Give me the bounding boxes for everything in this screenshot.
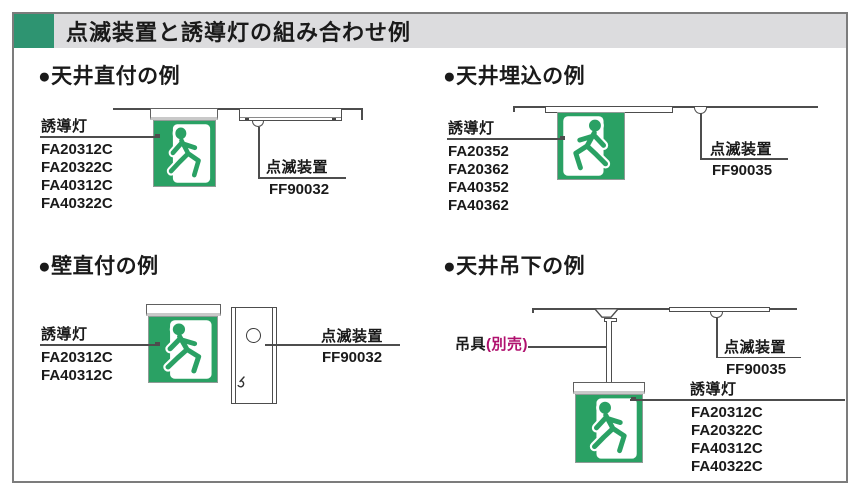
flasher-label: 点滅装置	[321, 328, 384, 345]
label-underline	[716, 356, 801, 358]
model-number: FA20322C	[41, 159, 113, 176]
model-number: FA40322C	[691, 458, 763, 475]
leader-tick	[560, 136, 565, 140]
ceiling-line-end-tick	[532, 308, 534, 313]
model-number: FA20312C	[41, 349, 113, 366]
exit-sign	[575, 394, 643, 463]
page-header: 点滅装置と誘導灯の組み合わせ例	[14, 14, 846, 48]
canopy-icon	[594, 308, 619, 318]
flasher-model: FF90032	[269, 181, 330, 198]
exit-sign-mount-bracket	[150, 108, 218, 120]
running-man-icon	[154, 121, 215, 186]
running-man-icon	[149, 317, 217, 382]
flasher-device-detail-line	[240, 117, 341, 118]
ceiling-line-end-tick	[361, 108, 363, 120]
model-number: FA40362	[448, 197, 509, 214]
exit-sign-pictogram	[558, 113, 624, 179]
flasher-lens-circle	[246, 328, 261, 343]
leader-line	[716, 318, 718, 357]
ceiling-line	[532, 308, 797, 310]
guide-light-label: 誘導灯	[41, 326, 88, 343]
flasher-model: FF90035	[726, 361, 787, 378]
exit-sign	[557, 112, 625, 180]
running-man-icon	[576, 395, 642, 462]
flasher-model: FF90035	[712, 162, 773, 179]
hanger-sold-separately-note: (別売)	[486, 336, 529, 353]
running-man-icon	[558, 113, 624, 179]
flasher-device-edge-line	[235, 308, 236, 403]
model-number: FA40312C	[691, 440, 763, 457]
leader-tick	[631, 397, 636, 401]
label-underline	[258, 177, 346, 179]
model-number: FA20312C	[691, 404, 763, 421]
leader-line	[40, 344, 158, 346]
flasher-device-edge-line	[272, 308, 273, 403]
hanger-label-text: 吊具	[455, 336, 487, 353]
ceiling-line-end-tick	[513, 106, 515, 112]
flasher-label: 点滅装置	[710, 141, 773, 158]
exit-sign-pictogram	[576, 395, 642, 462]
flasher-label: 点滅装置	[724, 339, 787, 356]
hook-icon	[237, 376, 245, 388]
suspension-pole	[606, 321, 612, 382]
section-title-ceiling-recessed: ●天井埋込の例	[443, 65, 586, 88]
leader-line	[528, 346, 606, 348]
exit-sign	[153, 120, 216, 187]
exit-sign-pictogram	[154, 121, 215, 186]
flasher-device-foot	[245, 117, 249, 120]
flasher-device-side-view	[231, 307, 277, 404]
header-accent-square	[14, 14, 54, 48]
label-underline	[700, 158, 788, 160]
leader-line	[258, 127, 260, 178]
leader-tick	[155, 342, 160, 346]
model-number: FA40312C	[41, 367, 113, 384]
content-panel	[12, 12, 848, 483]
leader-line	[447, 138, 563, 140]
guide-light-label: 誘導灯	[690, 381, 737, 398]
model-number: FA20352	[448, 143, 509, 160]
exit-sign-mount-bracket	[146, 304, 221, 316]
model-number: FA40322C	[41, 195, 113, 212]
exit-sign-pictogram	[149, 317, 217, 382]
model-number: FA20362	[448, 161, 509, 178]
leader-line	[40, 136, 158, 138]
model-number: FA40352	[448, 179, 509, 196]
section-title-ceiling-suspended: ●天井吊下の例	[443, 255, 586, 278]
guide-light-label: 誘導灯	[41, 118, 88, 135]
section-title-ceiling-surface: ●天井直付の例	[38, 65, 181, 88]
leader-line	[700, 113, 702, 159]
model-number: FA20322C	[691, 422, 763, 439]
leader-line	[630, 399, 845, 401]
model-number: FA20312C	[41, 141, 113, 158]
leader-tick	[155, 134, 160, 138]
model-number: FA40312C	[41, 177, 113, 194]
section-title-wall-surface: ●壁直付の例	[38, 255, 159, 278]
flasher-device-foot	[332, 117, 336, 120]
page-title: 点滅装置と誘導灯の組み合わせ例	[66, 20, 412, 45]
flasher-model: FF90032	[322, 349, 383, 366]
exit-sign-mount-bracket	[573, 382, 645, 394]
flasher-label: 点滅装置	[266, 159, 329, 176]
ceiling-line	[113, 108, 363, 110]
exit-sign	[148, 316, 218, 383]
label-underline	[265, 344, 400, 346]
flasher-device	[239, 108, 342, 121]
guide-light-label: 誘導灯	[448, 120, 495, 137]
hanger-label: 吊具(別売)	[455, 337, 528, 353]
